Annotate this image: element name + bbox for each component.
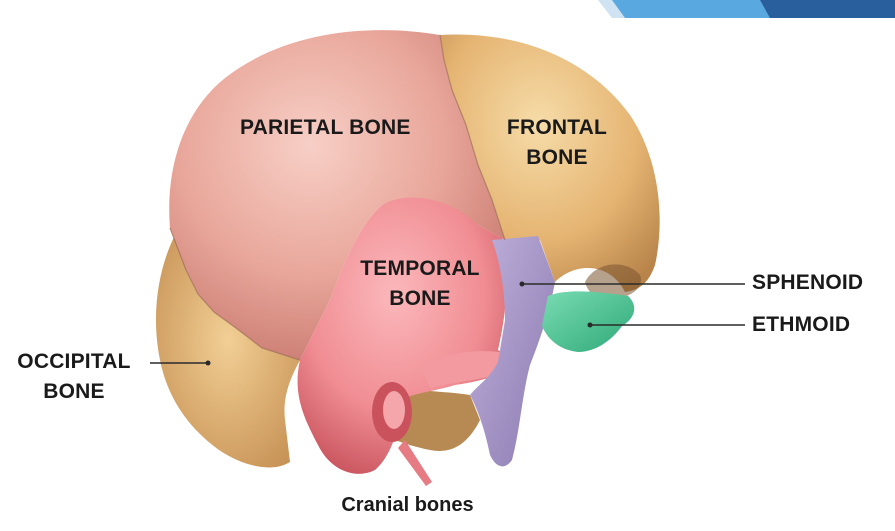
occipital-label-line1: OCCIPITAL <box>17 350 131 373</box>
orbit-shadow <box>585 264 641 300</box>
occipital-label-line2: BONE <box>43 380 105 403</box>
occipital-bone <box>155 235 300 468</box>
frontal-bone <box>440 34 660 293</box>
parietal-bone <box>169 30 505 361</box>
occipital-marker-dot <box>205 360 211 366</box>
temporal-label-line2: BONE <box>389 287 451 310</box>
leader-lines <box>150 283 745 364</box>
sphenoid-label: SPHENOID <box>752 271 864 294</box>
suture-lines <box>169 34 506 361</box>
sphenoid-bone <box>470 236 555 467</box>
temporal-bone <box>297 197 512 474</box>
corner-banner <box>598 0 895 18</box>
ethmoid-marker-dot <box>587 322 593 328</box>
ethmoid-label: ETHMOID <box>752 313 851 336</box>
ear-canal-inner <box>383 391 405 429</box>
frontal-label-line1: FRONTAL <box>506 116 608 139</box>
diagram-caption: Cranial bones <box>341 494 474 516</box>
styloid-process <box>398 440 432 486</box>
ethmoid-bone <box>542 291 635 352</box>
frontal-label: FRONTAL BONE <box>494 113 620 173</box>
temporal-label-line1: TEMPORAL <box>360 257 480 280</box>
zygomatic-process <box>420 351 515 388</box>
occipital-label: OCCIPITAL BONE <box>4 347 144 407</box>
sphenoid-marker-dot <box>519 281 525 287</box>
parietal-label: PARIETAL BONE <box>240 116 411 139</box>
temporal-label: TEMPORAL BONE <box>346 254 494 314</box>
frontal-label-line2: BONE <box>526 146 588 169</box>
